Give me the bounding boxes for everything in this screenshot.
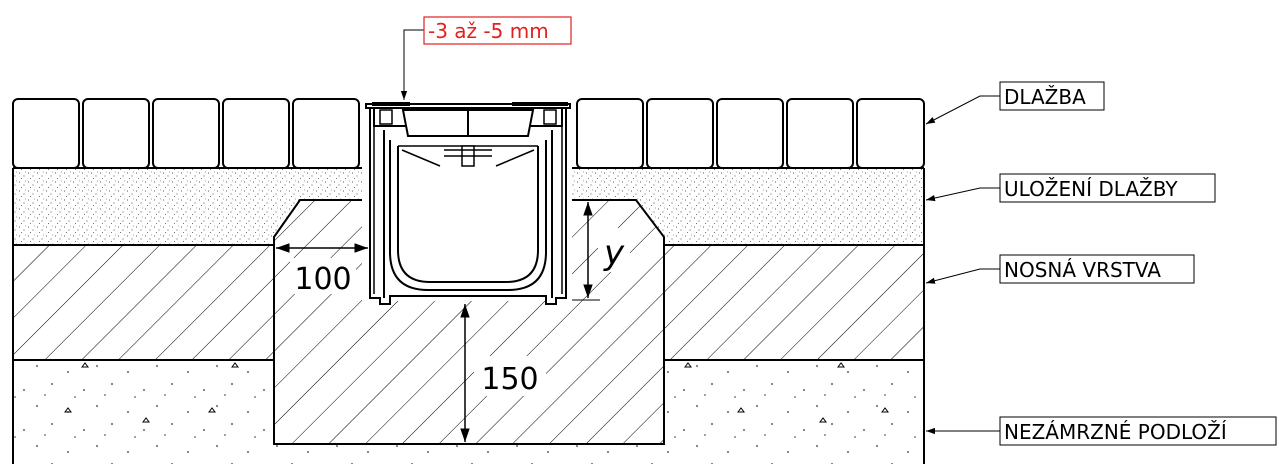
drainage-channel xyxy=(362,102,572,305)
label-callout-bedding: ULOŽENÍ DLAŽBY xyxy=(925,173,1216,203)
channel-depth-symbol: y xyxy=(603,233,625,273)
tolerance-note: -3 až -5 mm xyxy=(428,19,549,43)
label-callout-base: NOSNÁ VRSTVA xyxy=(925,254,1195,284)
dimension-side-width: 100 xyxy=(276,243,368,297)
layer-label-subgrade: NEZÁMRZNÉ PODLOŽÍ xyxy=(1004,420,1227,444)
label-callout-paving: DLAŽBA xyxy=(925,81,1105,125)
bottom-depth-value: 150 xyxy=(481,362,538,397)
layer-label-bedding: ULOŽENÍ DLAŽBY xyxy=(1004,177,1178,201)
side-width-value: 100 xyxy=(294,262,351,297)
label-callout-subgrade: NEZÁMRZNÉ PODLOŽÍ xyxy=(926,416,1277,446)
tolerance-callout: -3 až -5 mm xyxy=(400,16,572,100)
dimension-channel-depth: y xyxy=(572,199,630,301)
layer-label-base: NOSNÁ VRSTVA xyxy=(1004,258,1161,282)
paving-layer xyxy=(12,98,925,169)
dimension-bottom-depth: 150 xyxy=(460,304,546,442)
layer-label-paving: DLAŽBA xyxy=(1004,85,1086,109)
